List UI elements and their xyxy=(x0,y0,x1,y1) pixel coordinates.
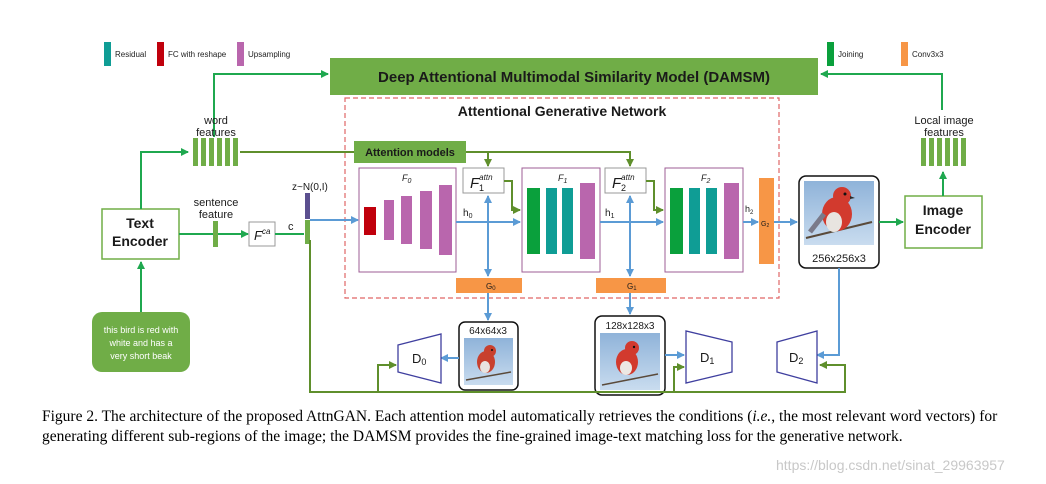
d1-shape xyxy=(685,330,733,384)
noise-label: z~N(0,I) xyxy=(292,182,328,193)
attention-to-f2attn xyxy=(488,151,634,167)
input-text-box xyxy=(92,312,190,372)
word-to-damsm-arrow xyxy=(213,70,329,137)
f1attn-sub: 1 xyxy=(479,183,484,193)
text-encoder-line2: Encoder xyxy=(112,233,169,249)
g1-label: G1 xyxy=(627,282,637,292)
f1attn-label: Fattn xyxy=(470,173,493,192)
sentence-feature-vector xyxy=(213,221,218,247)
figure-caption: Figure 2. The architecture of the propos… xyxy=(42,407,1032,447)
caption-ie: i.e. xyxy=(752,408,772,425)
d2-label: D2 xyxy=(789,350,803,366)
img128-label: 128x128x3 xyxy=(606,321,655,332)
img64-bird-image xyxy=(464,338,513,385)
img256-bird-image xyxy=(804,181,874,245)
word-features-vectors xyxy=(193,138,238,166)
d2-shape xyxy=(776,330,818,384)
text-encoder-line1: Text xyxy=(126,215,154,231)
legend-upsampling-label: Upsampling xyxy=(248,50,290,59)
img256-label: 256x256x3 xyxy=(812,253,866,265)
legend-fc-swatch xyxy=(157,42,164,66)
c-to-d0-line xyxy=(377,361,397,392)
local-features-line1: Local image xyxy=(914,115,973,127)
legend-joining-label: Joining xyxy=(838,50,863,59)
f1-label: F1 xyxy=(558,173,568,185)
attention-models-box xyxy=(354,141,466,163)
attention-models-label: Attention models xyxy=(365,147,455,159)
agn-label: Attentional Generative Network xyxy=(458,103,667,119)
g2-box xyxy=(759,178,774,264)
f2attn-label: Fattn xyxy=(612,173,635,192)
word-features-line2: features xyxy=(196,127,236,139)
caption-part1: Figure 2. The architecture of the propos… xyxy=(42,408,753,425)
c-vector xyxy=(305,220,310,244)
legend: Residual FC with reshape Upsampling Join… xyxy=(104,42,944,66)
fca-box xyxy=(248,221,276,247)
damsm-box xyxy=(330,58,818,95)
input-text-line1: this bird is red with xyxy=(104,325,179,335)
g1-box xyxy=(596,278,666,293)
damsm-label: Deep Attentional Multimodal Similarity M… xyxy=(378,69,770,86)
f2attn-to-f2 xyxy=(646,180,664,214)
image-encoder-line1: Image xyxy=(923,202,964,218)
legend-fc-label: FC with reshape xyxy=(168,50,227,59)
local-features-line2: features xyxy=(924,127,964,139)
h1-label: h1 xyxy=(605,208,615,220)
fca-label: Fca xyxy=(254,227,271,243)
f2attn-box xyxy=(604,167,647,194)
input-text-line2: white and has a xyxy=(108,338,172,348)
f1-layers xyxy=(527,183,595,259)
h0-label: h0 xyxy=(463,208,473,220)
word-features-line1: word xyxy=(203,115,228,127)
legend-conv-label: Conv3x3 xyxy=(912,50,944,59)
caption-part2: , the most relevant word vectors) for ge… xyxy=(42,408,998,445)
g0-label: G0 xyxy=(486,282,496,292)
encoder-to-word-arrow xyxy=(140,148,189,209)
g2-label: G2 xyxy=(761,221,769,229)
legend-joining-swatch xyxy=(827,42,834,66)
text-encoder-box xyxy=(101,208,180,260)
f2-layers xyxy=(670,183,739,259)
sentence-feature-line1: sentence xyxy=(194,197,239,209)
d0-label: D0 xyxy=(412,351,426,367)
c-label: c xyxy=(288,221,294,233)
legend-upsampling-swatch xyxy=(237,42,244,66)
f1attn-box xyxy=(462,167,505,194)
img64-label: 64x64x3 xyxy=(469,326,507,337)
local-features-vectors xyxy=(921,138,966,166)
legend-conv-swatch xyxy=(901,42,908,66)
sentence-feature-line2: feature xyxy=(199,209,233,221)
img256-to-d2 xyxy=(816,268,840,359)
img128-bird-image xyxy=(600,333,660,390)
f0-label: F0 xyxy=(402,173,412,185)
image-encoder-line2: Encoder xyxy=(915,221,972,237)
c-to-discriminators-line xyxy=(309,240,846,393)
attention-to-f1attn xyxy=(466,151,492,167)
noise-vector xyxy=(305,193,310,219)
input-text-line3: very short beak xyxy=(110,351,172,361)
d1-label: D1 xyxy=(700,350,714,366)
watermark: https://blog.csdn.net/sinat_29963957 xyxy=(776,457,1005,473)
f0-layers xyxy=(364,185,452,255)
g0-box xyxy=(456,278,522,293)
c-to-d1-line xyxy=(673,363,685,392)
agn-dashed-box xyxy=(344,97,780,299)
f2-label: F2 xyxy=(701,173,711,185)
h2-label: h2 xyxy=(745,204,754,216)
architecture-diagram: Residual FC with reshape Upsampling Join… xyxy=(92,42,983,396)
legend-residual-label: Residual xyxy=(115,50,146,59)
image-to-damsm-arrow xyxy=(820,70,943,110)
f1attn-to-f1 xyxy=(504,180,521,214)
image-encoder-box xyxy=(904,195,983,249)
d0-shape xyxy=(397,333,442,384)
f2attn-sub: 2 xyxy=(621,183,626,193)
legend-residual-swatch xyxy=(104,42,111,66)
